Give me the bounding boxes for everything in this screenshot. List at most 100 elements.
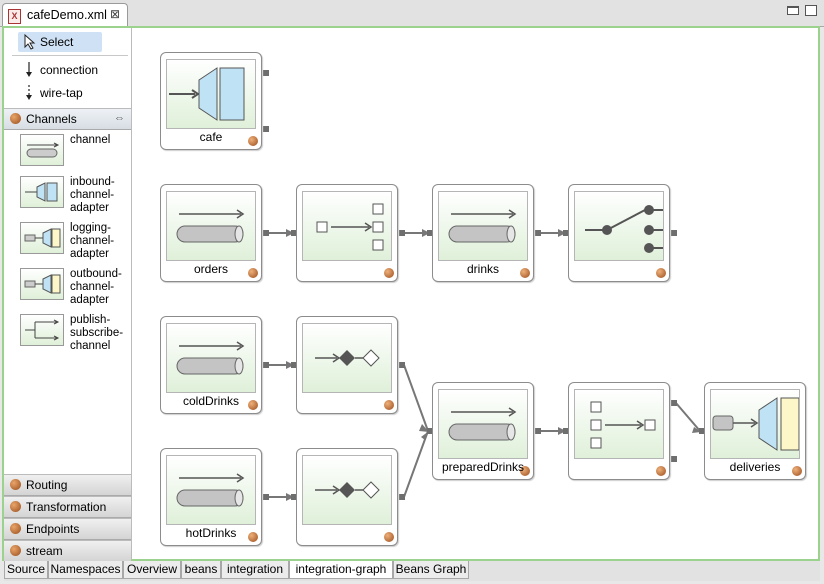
output-port[interactable] xyxy=(535,428,541,434)
bean-icon xyxy=(384,400,394,410)
channels-drawer-label: Channels xyxy=(26,112,77,126)
node-deliveries[interactable]: deliveries xyxy=(704,382,806,480)
router-icon xyxy=(574,191,664,261)
tab-namespaces[interactable]: Namespaces xyxy=(48,561,123,579)
connection-tool[interactable]: connection xyxy=(18,60,118,80)
tab-beans[interactable]: beans xyxy=(181,561,221,579)
node-label: hotDrinks xyxy=(185,526,237,540)
tab-beans-graph[interactable]: Beans Graph xyxy=(393,561,469,579)
connection-arrow-icon xyxy=(26,62,32,77)
palette-item-channel[interactable]: channel xyxy=(20,134,132,168)
node-cafe[interactable]: cafe xyxy=(160,52,262,150)
node-label: drinks xyxy=(466,262,499,276)
stream-drawer[interactable]: stream xyxy=(4,540,131,562)
drawer-label: Routing xyxy=(26,478,68,492)
input-port[interactable] xyxy=(699,428,705,434)
palette-item-label: publish- subscribe- channel xyxy=(70,314,124,352)
palette-item-logging-channel-adapter[interactable]: logging- channel- adapter xyxy=(20,222,132,264)
node-orders[interactable]: orders xyxy=(160,184,262,282)
bean-icon xyxy=(384,268,394,278)
input-port[interactable] xyxy=(427,230,433,236)
output-port[interactable] xyxy=(399,494,405,500)
node-aggregator[interactable] xyxy=(568,382,670,480)
bean-icon xyxy=(10,479,21,490)
tab-overview[interactable]: Overview xyxy=(123,561,181,579)
node-colddrinks[interactable]: coldDrinks xyxy=(160,316,262,414)
bean-icon xyxy=(248,400,258,410)
bean-icon xyxy=(384,532,394,542)
tab-source[interactable]: Source xyxy=(4,561,48,579)
drawer-label: Endpoints xyxy=(26,522,80,536)
service-activator-icon xyxy=(302,323,392,393)
palette-item-inbound-channel-adapter[interactable]: inbound- channel- adapter xyxy=(20,176,132,218)
node-hotdrinks[interactable]: hotDrinks xyxy=(160,448,262,546)
node-router[interactable] xyxy=(568,184,670,282)
node-label: orders xyxy=(193,262,228,276)
graph-canvas[interactable]: cafe orders xyxy=(132,28,818,559)
input-port[interactable] xyxy=(291,362,297,368)
node-label: deliveries xyxy=(729,460,781,474)
collapse-icon[interactable]: ⇔ xyxy=(114,112,125,124)
bean-icon xyxy=(520,268,530,278)
service-activator-icon xyxy=(302,455,392,525)
bean-icon xyxy=(10,113,21,124)
transformation-drawer[interactable]: Transformation xyxy=(4,496,131,518)
input-port[interactable] xyxy=(291,230,297,236)
editor-tab-cafedemo[interactable]: X cafeDemo.xml ⊠ xyxy=(2,3,128,27)
palette: Select connection wire-tap Channels ⇔ ch… xyxy=(4,28,132,562)
node-service-activator-hot[interactable] xyxy=(296,448,398,546)
input-port[interactable] xyxy=(291,494,297,500)
output-port[interactable] xyxy=(263,70,269,76)
output-port[interactable] xyxy=(671,230,677,236)
output-port[interactable] xyxy=(399,230,405,236)
maximize-icon[interactable] xyxy=(805,5,817,16)
palette-separator xyxy=(12,55,128,56)
splitter-icon xyxy=(302,191,392,261)
output-port[interactable] xyxy=(671,456,677,462)
output-port[interactable] xyxy=(263,494,269,500)
palette-item-publish-subscribe-channel[interactable]: publish- subscribe- channel xyxy=(20,314,132,356)
output-port[interactable] xyxy=(671,400,677,406)
channel-icon xyxy=(438,389,528,459)
palette-item-label: inbound- channel- adapter xyxy=(70,176,115,214)
close-icon[interactable]: ⊠ xyxy=(110,7,121,21)
node-label: cafe xyxy=(199,130,223,144)
gateway-icon xyxy=(166,59,256,129)
bean-icon xyxy=(792,466,802,476)
wire-tap-arrow-icon xyxy=(26,85,32,100)
channels-drawer[interactable]: Channels ⇔ xyxy=(4,108,131,130)
pubsub-thumb-icon xyxy=(20,314,64,346)
tab-integration-graph[interactable]: integration-graph xyxy=(289,561,393,579)
output-port[interactable] xyxy=(535,230,541,236)
node-label: preparedDrinks xyxy=(441,460,525,474)
xml-file-icon: X xyxy=(8,9,21,24)
input-port[interactable] xyxy=(427,428,433,434)
palette-item-label: channel xyxy=(70,134,111,146)
endpoints-drawer[interactable]: Endpoints xyxy=(4,518,131,540)
node-prepareddrinks[interactable]: preparedDrinks xyxy=(432,382,534,480)
output-port[interactable] xyxy=(263,126,269,132)
arrow-cursor-icon xyxy=(24,34,36,50)
tab-integration[interactable]: integration xyxy=(221,561,289,579)
bean-icon xyxy=(656,268,666,278)
select-tool-label: Select xyxy=(40,35,74,49)
output-port[interactable] xyxy=(263,230,269,236)
node-service-activator-cold[interactable] xyxy=(296,316,398,414)
output-port[interactable] xyxy=(399,362,405,368)
minimize-icon[interactable] xyxy=(787,6,799,15)
editor-page-tabs: Source Namespaces Overview beans integra… xyxy=(4,561,820,581)
wire-tap-tool-label: wire-tap xyxy=(40,86,83,100)
input-port[interactable] xyxy=(563,428,569,434)
bean-icon xyxy=(10,545,21,556)
palette-item-outbound-channel-adapter[interactable]: outbound- channel- adapter xyxy=(20,268,132,310)
output-port[interactable] xyxy=(263,362,269,368)
node-splitter[interactable] xyxy=(296,184,398,282)
wire-tap-tool[interactable]: wire-tap xyxy=(18,83,118,103)
node-drinks[interactable]: drinks xyxy=(432,184,534,282)
select-tool[interactable]: Select xyxy=(18,32,102,52)
channel-icon xyxy=(166,455,256,525)
routing-drawer[interactable]: Routing xyxy=(4,474,131,496)
channel-icon xyxy=(438,191,528,261)
aggregator-icon xyxy=(574,389,664,459)
input-port[interactable] xyxy=(563,230,569,236)
